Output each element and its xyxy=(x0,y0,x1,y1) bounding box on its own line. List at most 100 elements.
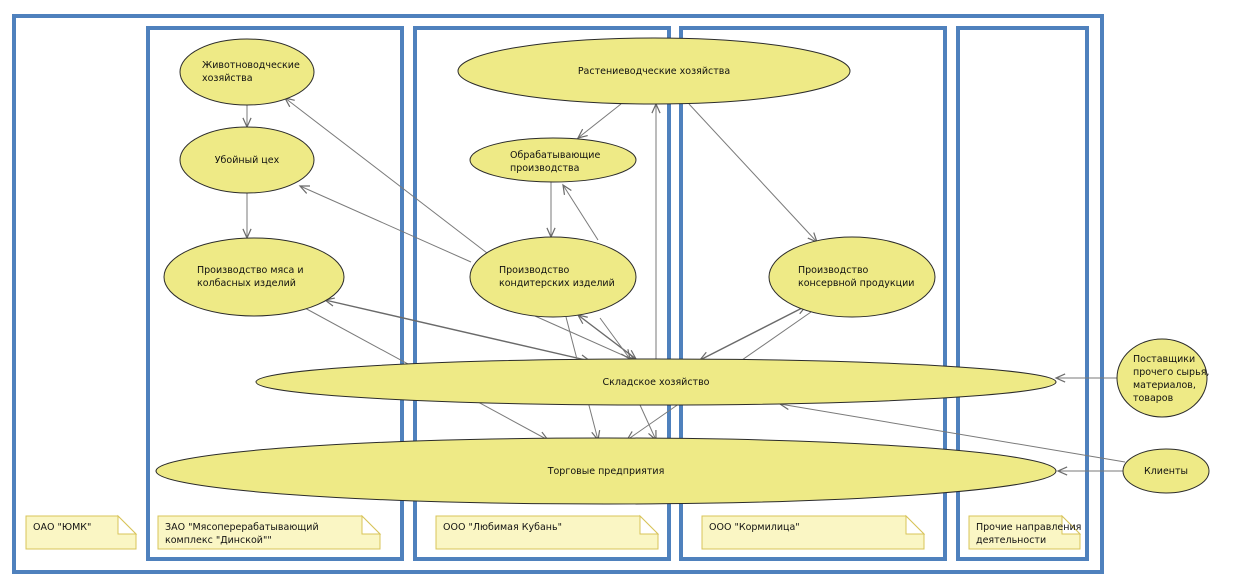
use-case-ellipse[interactable] xyxy=(1116,338,1208,418)
edge-arrow xyxy=(546,182,556,239)
use-case-suppliers[interactable]: Поставщики прочего сырья, материалов, товар… xyxy=(1116,338,1209,418)
use-case-ellipse[interactable] xyxy=(179,38,315,106)
note-label: ООО "Кормилица" xyxy=(709,522,800,533)
note-label: ЗАО "Мясоперерабатывающий xyxy=(165,522,319,533)
frame-note-kormilica: ООО "Кормилица" xyxy=(701,514,926,550)
note-fold-icon xyxy=(117,514,138,535)
edge-line xyxy=(577,314,637,360)
edge-line xyxy=(599,317,631,360)
use-case-label: кондитерских изделий xyxy=(499,278,615,289)
use-case-warehouse[interactable]: Складское хозяйство xyxy=(255,358,1057,406)
edge-arrow xyxy=(242,193,252,240)
use-case-clients[interactable]: Клиенты xyxy=(1122,448,1210,494)
edge-arrow xyxy=(534,315,638,362)
use-case-ellipse[interactable] xyxy=(155,437,1057,505)
edges xyxy=(242,97,1126,476)
edge-arrow xyxy=(576,103,622,139)
edge-line xyxy=(699,305,807,361)
use-case-meat[interactable]: Производство мяса и колбасных изделий xyxy=(163,237,345,317)
note-body xyxy=(435,515,659,550)
use-case-label: Производство xyxy=(499,265,570,276)
use-case-label: Убойный цех xyxy=(215,155,280,166)
frames xyxy=(12,14,1104,574)
use-case-slaughter[interactable]: Убойный цех xyxy=(179,126,315,194)
note-fold-icon xyxy=(639,514,660,535)
use-case-ellipse[interactable] xyxy=(768,236,936,318)
note-label: ООО "Любимая Кубань" xyxy=(443,522,562,533)
use-case-ellipse[interactable] xyxy=(1122,448,1210,494)
use-case-label: Растениеводческие хозяйства xyxy=(578,66,730,77)
edge-line xyxy=(688,103,818,243)
use-case-crop[interactable]: Растениеводческие хозяйства xyxy=(457,37,851,105)
use-case-label: Производство мяса и xyxy=(197,265,304,276)
note-fold-icon xyxy=(1061,514,1082,535)
edge-line xyxy=(779,403,1126,463)
note-body xyxy=(25,515,137,550)
frame-outer xyxy=(12,14,1104,574)
use-case-label: Клиенты xyxy=(1144,466,1188,477)
note-fold-icon xyxy=(905,514,926,535)
use-case-confectionery[interactable]: Производство кондитерских изделий xyxy=(469,236,637,318)
edge-arrow xyxy=(1056,466,1123,476)
edge-line xyxy=(577,103,622,139)
use-case-label: колбасных изделий xyxy=(197,278,296,289)
use-case-label: консервной продукции xyxy=(798,278,914,289)
notes: ОАО "ЮМК" ЗАО "Мясоперерабатывающий компле… xyxy=(25,514,1082,550)
note-body xyxy=(157,515,381,550)
use-case-label: Производство xyxy=(798,265,869,276)
edge-arrow xyxy=(651,102,661,359)
use-case-label: материалов, xyxy=(1133,380,1196,391)
edge-line xyxy=(324,299,591,362)
edge-arrow xyxy=(599,317,631,361)
use-case-label: Торговые предприятия xyxy=(547,466,665,477)
edge-arrow xyxy=(562,183,599,241)
note-label: ОАО "ЮМК" xyxy=(33,522,91,533)
use-case-label: Поставщики xyxy=(1133,354,1195,365)
arrowhead-icon xyxy=(562,183,572,195)
use-case-ellipse[interactable] xyxy=(457,37,851,105)
edge-arrow xyxy=(242,105,252,129)
use-case-label: товаров xyxy=(1133,393,1174,404)
edge-line xyxy=(284,97,488,254)
use-case-ellipse[interactable] xyxy=(255,358,1057,406)
edge-line xyxy=(299,185,472,263)
edge-arrow xyxy=(1054,373,1117,383)
edge-arrow xyxy=(688,103,819,244)
edge-line xyxy=(639,404,657,441)
use-case-canned[interactable]: Производство консервной продукции xyxy=(768,236,936,318)
arrowhead-icon xyxy=(298,185,311,194)
note-label: комплекс "Динской"" xyxy=(165,535,272,546)
note-body xyxy=(968,515,1081,550)
use-case-label: производства xyxy=(510,163,579,174)
use-case-label: Обрабатывающие xyxy=(510,150,600,161)
edge-arrow xyxy=(576,314,638,360)
note-label: Прочие направления xyxy=(976,522,1081,533)
use-case-ellipse[interactable] xyxy=(469,236,637,318)
frame-note-outer: ОАО "ЮМК" xyxy=(25,514,138,550)
edge-arrow xyxy=(298,185,472,263)
edge-arrow xyxy=(639,404,657,442)
note-body xyxy=(701,515,925,550)
use-case-trade[interactable]: Торговые предприятия xyxy=(155,437,1057,505)
use-case-label: Складское хозяйство xyxy=(602,377,709,388)
use-case-ellipse[interactable] xyxy=(163,237,345,317)
use-case-ellipse[interactable] xyxy=(469,137,637,183)
note-label: деятельности xyxy=(976,535,1046,546)
use-case-ellipse[interactable] xyxy=(179,126,315,194)
frame-note-other: Прочие направления деятельности xyxy=(968,514,1082,550)
edge-arrow xyxy=(283,97,488,254)
use-case-label: Животноводческие xyxy=(202,60,300,71)
use-case-label: хозяйства xyxy=(202,73,253,84)
frame-dinskoy xyxy=(146,26,404,561)
use-case-label: прочего сырья, xyxy=(1133,367,1209,378)
frame-kuban xyxy=(413,26,671,561)
use-case-processing[interactable]: Обрабатывающие производства xyxy=(469,137,637,183)
frame-note-kuban: ООО "Любимая Кубань" xyxy=(435,514,660,550)
edge-line xyxy=(562,184,599,241)
use-case-livestock[interactable]: Животноводческие хозяйства xyxy=(179,38,315,106)
frame-note-dinskoy: ЗАО "Мясоперерабатывающий комплекс "Динск… xyxy=(157,514,382,550)
edge-line xyxy=(534,315,637,362)
frame-kormilica xyxy=(679,26,947,561)
